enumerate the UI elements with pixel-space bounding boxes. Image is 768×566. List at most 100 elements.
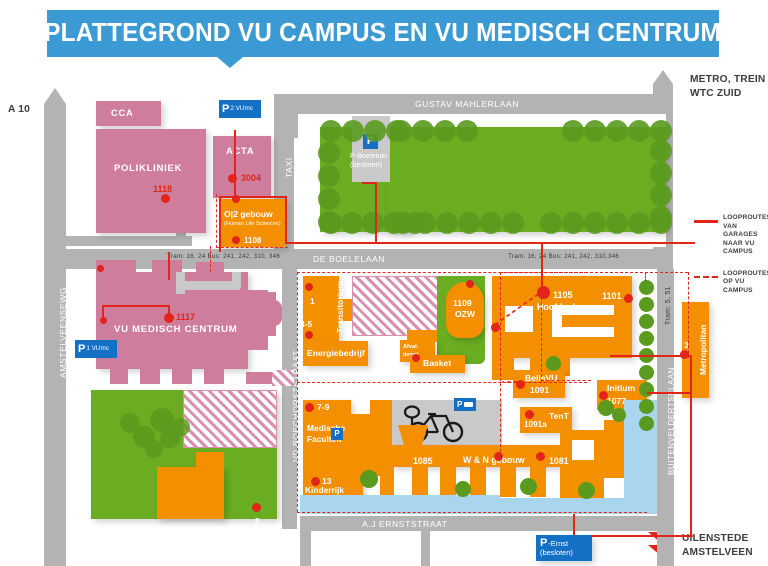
label-metro-line2: WTC ZUID xyxy=(690,88,742,99)
building-vumc-court3 xyxy=(232,272,241,288)
marker-dot-1105[interactable] xyxy=(537,286,550,299)
road-east-arrow xyxy=(653,70,673,116)
road-aj-stub-west xyxy=(300,516,311,566)
building-hoofdgebouw-foot1 xyxy=(492,358,514,380)
tree xyxy=(414,212,436,234)
route-dash-campus-center xyxy=(500,272,501,452)
building-number-1091: 1091 xyxy=(530,385,550,395)
building-number-1: 1 xyxy=(310,296,315,306)
legend: LOOPROUTES VAN GARAGES NAAR VU CAMPUS LO… xyxy=(694,214,768,309)
route-solid-ernst-link xyxy=(573,535,693,538)
parking-p-icon-campus-2: P xyxy=(457,399,463,409)
route-solid-vumc-west-v2 xyxy=(168,305,171,319)
building-8-south[interactable] xyxy=(157,467,224,519)
marker-dot-1081[interactable] xyxy=(536,452,545,461)
tree xyxy=(639,399,654,414)
tree xyxy=(458,212,480,234)
building-wn-east-court xyxy=(572,440,594,460)
marker-dot-basket[interactable] xyxy=(412,354,420,362)
label-uilenstede-line1: UILENSTEDE xyxy=(682,533,749,544)
marker-dot-1077[interactable] xyxy=(599,391,608,400)
route-dash-east xyxy=(688,272,689,358)
building-number-13: 13 xyxy=(322,476,332,486)
parking-label-p1: 1 VUmc xyxy=(86,344,110,352)
tree xyxy=(562,212,584,234)
tree xyxy=(606,212,628,234)
marker-dot-1108[interactable] xyxy=(232,236,240,244)
marker-dot-8[interactable] xyxy=(252,503,261,512)
parking-sign-campus-2[interactable]: P xyxy=(454,398,476,411)
plot-hatched-southwest xyxy=(183,390,277,448)
marker-dot-13[interactable] xyxy=(311,477,320,486)
parking-sign-p-ernst[interactable]: P -Ernst (besloten) xyxy=(536,535,592,561)
building-hoofdgebouw-court3 xyxy=(552,305,562,337)
parking-p-icon-p2: P xyxy=(222,102,230,115)
route-solid-metropolitan-link xyxy=(610,355,692,358)
building-wn-wing3 xyxy=(440,467,456,497)
route-dash-campus-mid xyxy=(297,382,587,383)
marker-dot-1091a[interactable] xyxy=(525,410,534,419)
marker-dot-1[interactable] xyxy=(305,283,313,291)
marker-dot-1091[interactable] xyxy=(516,380,525,389)
building-energiebedrijf[interactable] xyxy=(303,341,368,366)
marker-dot-1118[interactable] xyxy=(161,194,170,203)
building-cca[interactable] xyxy=(96,101,161,126)
building-basket[interactable] xyxy=(410,355,465,373)
parking-sign-p2-vumc[interactable]: P 2 VUmc xyxy=(219,100,261,118)
tree-campus-6 xyxy=(598,400,614,416)
route-solid-east-corridor xyxy=(285,242,695,245)
tree xyxy=(650,162,672,184)
road-aj-ernststraat xyxy=(300,516,673,531)
marker-dot-3-5[interactable] xyxy=(305,331,313,339)
tree xyxy=(456,120,478,142)
building-label-cca: CCA xyxy=(111,108,134,118)
tree xyxy=(639,280,654,295)
building-o2-gebouw[interactable] xyxy=(219,199,285,247)
marker-dot-3[interactable] xyxy=(680,350,689,359)
marker-dot-vumc-north[interactable] xyxy=(97,265,104,272)
route-dash-east2 xyxy=(645,272,646,282)
building-vumc-court1 xyxy=(176,272,185,294)
label-uilenstede-line2: AMSTELVEEN xyxy=(682,547,753,558)
tree xyxy=(628,212,650,234)
tree xyxy=(342,120,364,142)
road-buitenveldertselaan xyxy=(657,269,674,529)
road-gustav-mahlerlaan xyxy=(288,94,673,114)
marker-dot-3004[interactable] xyxy=(228,174,237,183)
parking-sign-p1-vumc[interactable]: P 1 VUmc xyxy=(75,340,117,358)
route-dash-diagonal-hoofd xyxy=(492,286,548,328)
parking-sign-campus-1[interactable]: P xyxy=(331,428,343,440)
marker-dot-1101[interactable] xyxy=(624,294,633,303)
tree xyxy=(320,212,342,234)
tree xyxy=(584,120,606,142)
building-number-8: 8 xyxy=(255,516,260,526)
marker-dot-1109[interactable] xyxy=(466,280,474,288)
building-number-1077: 1077 xyxy=(607,396,627,406)
road-amstelveenseweg-arrow xyxy=(44,88,66,150)
legend-swatch-dashed-icon xyxy=(694,275,718,278)
plot-pink-small xyxy=(246,372,272,384)
building-vumc-foot1 xyxy=(110,368,128,384)
tree xyxy=(650,184,672,206)
tree xyxy=(320,120,342,142)
building-hoofdgebouw-court2 xyxy=(552,305,614,315)
parking-p-icon-ernst: P xyxy=(540,537,548,549)
building-label-afval-l1: Afval- xyxy=(403,344,419,350)
route-solid-vumc-west-h xyxy=(102,305,170,308)
tree xyxy=(562,120,584,142)
tree xyxy=(318,188,340,210)
building-8-north-wing xyxy=(196,452,224,472)
road-label-taxi: TAXI xyxy=(284,157,294,178)
parking-label-boeletuin-l1: P-Boeletuin xyxy=(350,151,388,160)
marker-dot-1085[interactable] xyxy=(494,452,503,461)
parking-label-p2: 2 VUmc xyxy=(230,104,254,112)
legend-row-solid: LOOPROUTES VAN GARAGES NAAR VU CAMPUS xyxy=(694,214,768,257)
building-ozw[interactable] xyxy=(446,282,484,338)
building-polikliniek[interactable] xyxy=(96,129,206,233)
marker-dot-7-9[interactable] xyxy=(305,403,314,412)
marker-dot-hoofdgebouw-west[interactable] xyxy=(491,323,500,332)
building-label-initium: Initium xyxy=(607,383,636,393)
building-number-1117: 1117 xyxy=(176,312,196,322)
plot-hatched-small xyxy=(272,370,294,386)
building-acta[interactable] xyxy=(213,136,271,198)
